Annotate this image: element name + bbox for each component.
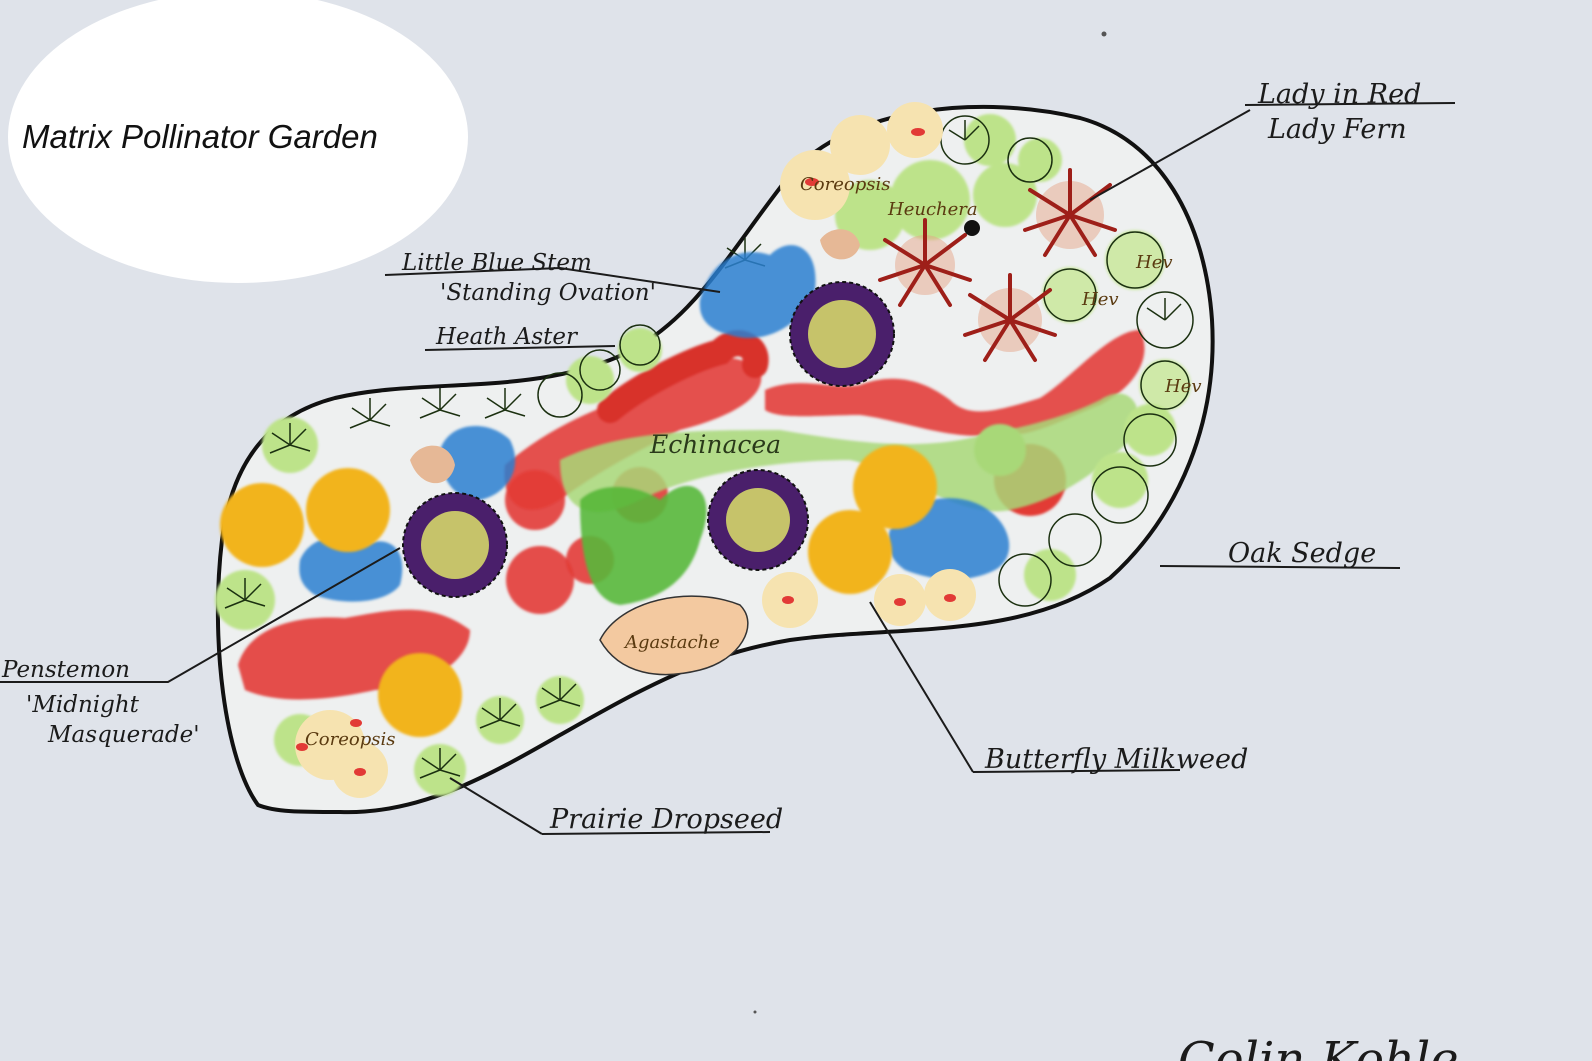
- coreopsis-bottom-label: Coreopsis: [305, 729, 395, 750]
- agastache-clump: [410, 229, 860, 676]
- heuchera-short-label-1: Hev: [1135, 252, 1173, 273]
- coreopsis-clusters: [295, 102, 976, 798]
- prairie-dropseed-label: Prairie Dropseed: [549, 804, 783, 835]
- paper-speck: [753, 1010, 757, 1014]
- bed-inner-labels: Echinacea Heuchera Coreopsis Coreopsis A…: [305, 174, 1202, 750]
- echinacea-matrix: [560, 393, 1139, 605]
- echinacea-label: Echinacea: [649, 430, 781, 459]
- midnight-label: 'Midnight: [26, 692, 140, 718]
- lady-in-red-ferns: [878, 168, 1117, 362]
- standing-ovation-label: 'Standing Ovation': [440, 280, 656, 306]
- title-oval: Matrix Pollinator Garden: [8, 0, 468, 283]
- artist-signature: Colin Kohle: [1178, 1032, 1459, 1061]
- paper-speck: [1101, 31, 1107, 37]
- heuchera-short-label-3: Hev: [1164, 376, 1202, 397]
- oak-sedge-label: Oak Sedge: [1228, 538, 1376, 569]
- heuchera-short-label-2: Hev: [1081, 289, 1119, 310]
- label-leader-lines: [0, 102, 1456, 835]
- lady-in-red-label: Lady in Red: [1257, 79, 1421, 110]
- lady-fern-label: Lady Fern: [1267, 114, 1407, 145]
- diagram-title: Matrix Pollinator Garden: [22, 118, 378, 155]
- butterfly-milkweed-label: Butterfly Milkweed: [984, 744, 1248, 775]
- purple-echinacea-accent: [402, 281, 895, 598]
- plant-labels: Lady in Red Lady Fern Little Blue Stem '…: [1, 79, 1421, 835]
- blue-little-bluestem: [299, 245, 1010, 602]
- little-blue-stem-label: Little Blue Stem: [401, 250, 592, 276]
- masquerade-label: Masquerade': [47, 722, 200, 748]
- heuchera-label: Heuchera: [887, 199, 978, 220]
- agastache-label: Agastache: [623, 632, 720, 653]
- coreopsis-top-label: Coreopsis: [800, 174, 890, 195]
- penstemon-label: Penstemon: [1, 657, 130, 683]
- sedge-and-dropseed-tufts: [224, 115, 1194, 779]
- yellow-butterfly-milkweed: [220, 445, 937, 737]
- heath-aster-label: Heath Aster: [435, 324, 579, 350]
